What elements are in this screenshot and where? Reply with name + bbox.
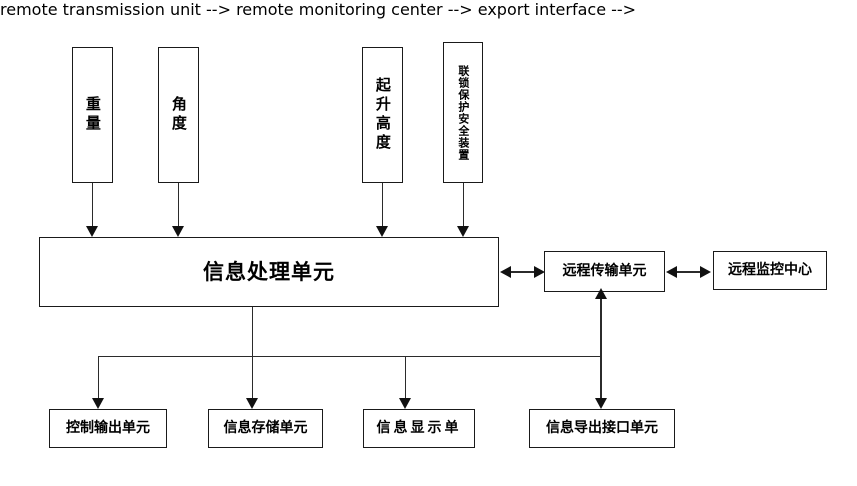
control-output-unit-box[interactable]: 控制输出单元	[49, 409, 167, 448]
remote-monitoring-center-label: 远程监控中心	[728, 261, 812, 278]
central-label: 信息处理单元	[203, 259, 335, 284]
sensor-box-weight[interactable]: 重量	[72, 47, 113, 183]
arrowhead-weight-to-central	[86, 226, 98, 237]
connector-bus-to-control-output	[98, 356, 99, 402]
information-storage-unit-label: 信息存储单元	[223, 419, 308, 436]
connector-central-drop	[252, 307, 253, 357]
remote-transmission-unit-label: 远程传输单元	[562, 262, 647, 279]
arrowhead-transmission-to-export	[595, 398, 607, 409]
information-storage-unit-box[interactable]: 信息存储单元	[208, 409, 323, 448]
arrowhead-central-to-transmission	[534, 266, 545, 278]
central-information-processing-unit[interactable]: 信息处理单元	[39, 237, 499, 307]
remote-monitoring-center-box[interactable]: 远程监控中心	[713, 251, 827, 290]
arrowhead-angle-to-central	[172, 226, 184, 237]
remote-transmission-unit-box[interactable]: 远程传输单元	[544, 251, 665, 292]
arrowhead-bus-to-control-output	[92, 398, 104, 409]
information-export-interface-box[interactable]: 信息导出接口单元	[529, 409, 675, 448]
sensor-box-interlock-safety[interactable]: 联锁保护安全装置	[443, 42, 483, 183]
sensor-box-lift-height[interactable]: 起升高度	[362, 47, 403, 183]
connector-central-to-transmission	[508, 271, 538, 273]
sensor-label-interlock-safety: 联锁保护安全装置	[456, 64, 470, 161]
sensor-label-weight: 重量	[83, 96, 102, 134]
arrowhead-transmission-to-central	[500, 266, 511, 278]
connector-bus-to-storage	[252, 356, 253, 402]
connector-transmission-to-monitoring	[674, 271, 704, 273]
connector-bus-to-display	[405, 356, 406, 402]
arrowhead-lift-height-to-central	[376, 226, 388, 237]
arrowhead-bus-to-display	[399, 398, 411, 409]
connector-transmission-to-export	[600, 297, 602, 402]
arrowhead-transmission-to-monitoring	[700, 266, 711, 278]
connector-lift-height-to-central	[382, 183, 383, 227]
control-output-unit-label: 控制输出单元	[66, 419, 150, 436]
information-display-unit-box[interactable]: 信息显示单	[363, 409, 475, 448]
sensor-label-lift-height: 起升高度	[373, 77, 392, 153]
output-distribution-bus	[98, 356, 600, 357]
connector-angle-to-central	[178, 183, 179, 227]
arrowhead-bus-to-storage	[246, 398, 258, 409]
arrowhead-export-to-transmission	[595, 288, 607, 299]
connector-interlock-to-central	[463, 183, 464, 227]
arrowhead-monitoring-to-transmission	[666, 266, 677, 278]
connector-weight-to-central	[92, 183, 93, 227]
information-export-interface-label: 信息导出接口单元	[546, 419, 658, 436]
information-display-unit-label: 信息显示单	[376, 419, 462, 436]
sensor-box-angle[interactable]: 角度	[158, 47, 199, 183]
sensor-label-angle: 角度	[169, 96, 188, 134]
arrowhead-interlock-to-central	[457, 226, 469, 237]
